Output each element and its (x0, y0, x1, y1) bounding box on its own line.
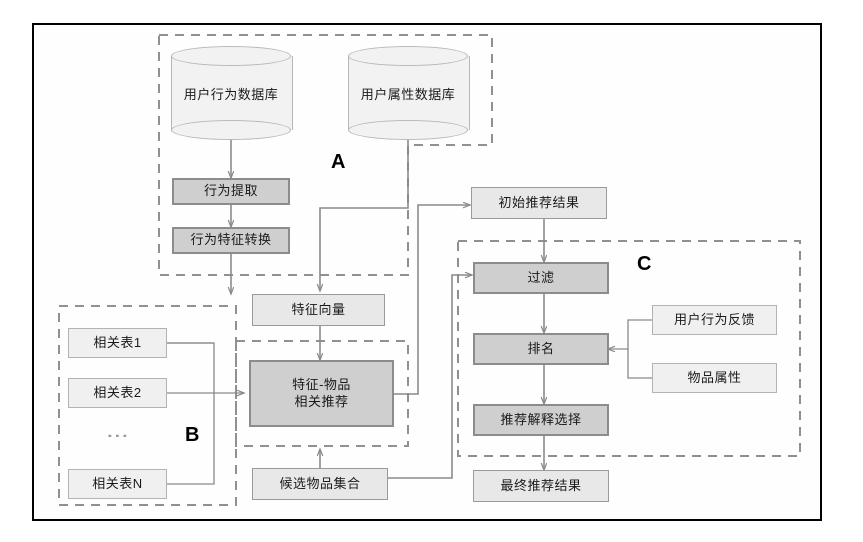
cylinder-body (171, 56, 293, 130)
node-feature-item-recommendation[interactable]: 特征-物品 相关推荐 (249, 360, 394, 427)
node-recommendation-explanation-select[interactable]: 推荐解释选择 (473, 404, 609, 436)
node-behavior-extract[interactable]: 行为提取 (172, 178, 290, 205)
cylinder-bottom (348, 120, 468, 140)
group-label-c: C (637, 253, 652, 275)
node-ranking[interactable]: 排名 (473, 333, 609, 365)
cylinder-body (348, 56, 470, 130)
cylinder-bottom (171, 120, 291, 140)
node-related-table-1[interactable]: 相关表1 (68, 328, 167, 358)
node-behavior-feature-transform[interactable]: 行为特征转换 (172, 227, 290, 254)
node-related-table-n[interactable]: 相关表N (68, 469, 167, 499)
node-initial-recommendation-result[interactable]: 初始推荐结果 (471, 187, 607, 219)
related-table-ellipsis: ⋮ (105, 425, 131, 447)
node-feature-item-recommendation-line2: 相关推荐 (294, 393, 349, 409)
group-label-b: B (185, 424, 200, 446)
node-feature-item-recommendation-line1: 特征-物品 (292, 377, 351, 393)
node-feature-vector[interactable]: 特征向量 (252, 294, 385, 326)
database-user-behavior-label: 用户行为数据库 (183, 86, 279, 102)
node-filter[interactable]: 过滤 (473, 262, 609, 294)
database-user-behavior[interactable]: 用户行为数据库 (171, 46, 293, 140)
database-user-attribute-label: 用户属性数据库 (360, 86, 456, 102)
database-user-attribute[interactable]: 用户属性数据库 (348, 46, 470, 140)
cylinder-top (171, 46, 291, 66)
node-final-recommendation-result[interactable]: 最终推荐结果 (473, 470, 609, 502)
node-user-behavior-feedback[interactable]: 用户行为反馈 (652, 305, 777, 335)
group-label-a: A (331, 151, 346, 173)
node-related-table-2[interactable]: 相关表2 (68, 378, 167, 408)
cylinder-top (348, 46, 468, 66)
node-item-attribute[interactable]: 物品属性 (652, 363, 777, 393)
node-candidate-item-set[interactable]: 候选物品集合 (252, 468, 388, 500)
